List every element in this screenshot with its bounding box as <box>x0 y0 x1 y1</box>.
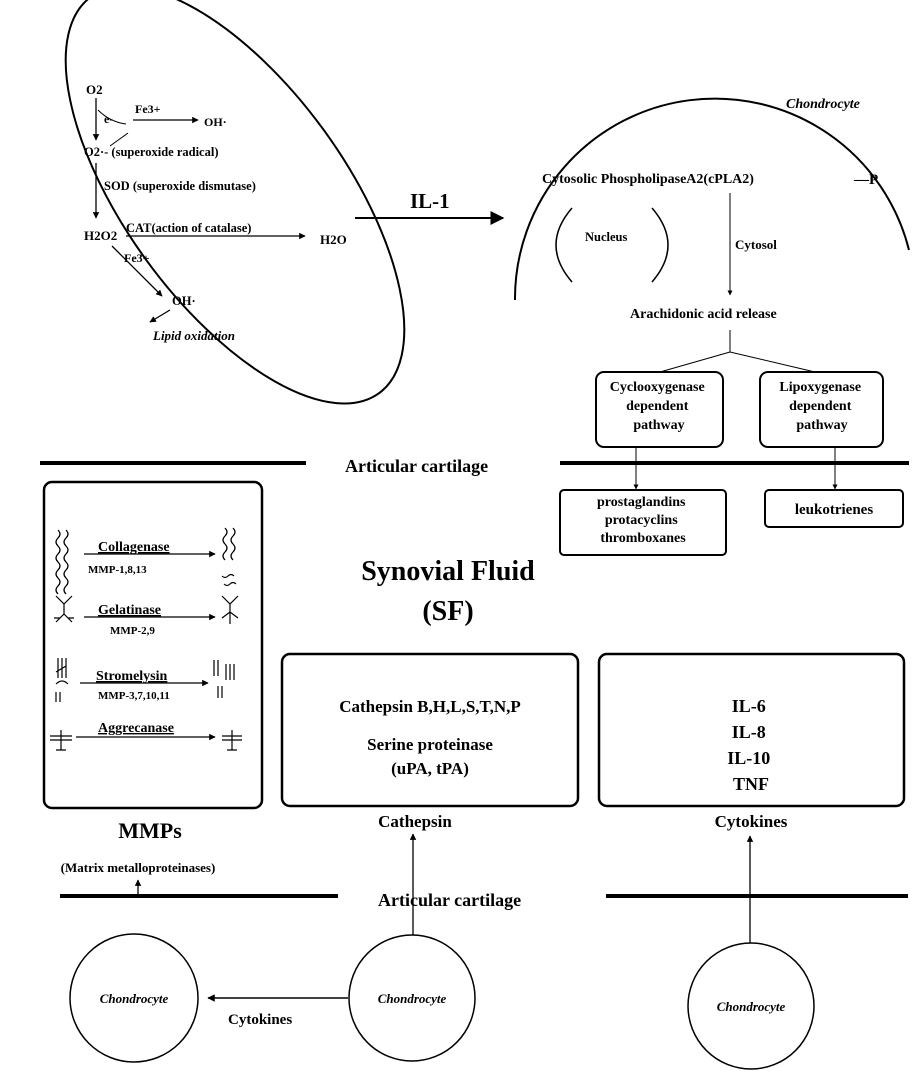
cat-label: CAT(action of catalase) <box>126 221 251 235</box>
aggrecan-icon <box>50 730 72 751</box>
chondrocyte-right-label: Chondrocyte <box>717 999 786 1014</box>
chondrocyte-cell-left <box>69 933 199 1063</box>
collagen-fragment-icon-2 <box>230 527 236 561</box>
mmp-box <box>42 480 264 810</box>
oh-top-label: OH· <box>204 115 227 129</box>
branch-right <box>729 351 816 373</box>
collagen-fragment-icon <box>222 527 228 561</box>
cathepsin-box <box>280 652 580 808</box>
fe3-bottom-label: Fe3+ <box>124 251 150 265</box>
cytokine-box <box>597 652 906 808</box>
chondrocyte-left-label: Chondrocyte <box>100 991 169 1006</box>
collagenase-sub: MMP-1,8,13 <box>88 564 147 576</box>
cox-line-1: Cyclooxygenase <box>610 380 705 395</box>
upa-tpa-label: (uPA, tPA) <box>391 759 469 778</box>
prostaglandins-line-1: prostaglandins <box>597 495 686 510</box>
oh-bottom-label: OH· <box>172 294 196 308</box>
cytokine-il10: IL-10 <box>727 748 770 768</box>
cox-text: Cyclooxygenase dependent pathway <box>610 380 708 433</box>
lox-text: Lipoxygenase dependent pathway <box>779 380 864 433</box>
h2o2-label: H2O2 <box>84 228 117 243</box>
proteoglycan-icon <box>55 658 69 702</box>
cox-line-2: dependent <box>626 399 689 414</box>
gelatin-fragment-icon <box>221 595 239 624</box>
cytosol-label: Cytosol <box>735 237 777 252</box>
prostaglandins-text: prostaglandins protacyclins thromboxanes <box>597 495 689 546</box>
nucleus-left-bracket <box>555 207 573 283</box>
cytokines-label: Cytokines <box>715 812 788 831</box>
chondrocyte-middle-label: Chondrocyte <box>378 991 447 1006</box>
cathepsin-label: Cathepsin <box>378 812 452 831</box>
lox-line-1: Lipoxygenase <box>779 380 861 395</box>
mmps-full-label: (Matrix metalloproteinases) <box>61 860 216 875</box>
chondrocyte-cell-right <box>687 942 815 1070</box>
superoxide-label: O2·- (superoxide radical) <box>84 145 219 159</box>
prostaglandins-line-2: protacyclins <box>605 513 678 528</box>
lox-line-3: pathway <box>796 418 847 433</box>
leukotrienes-box <box>764 489 904 528</box>
collagenase-label: Collagenase <box>98 540 170 555</box>
cox-line-3: pathway <box>633 418 684 433</box>
h2o-label: H2O <box>320 232 347 247</box>
chondrocyte-membrane-arc <box>513 97 910 301</box>
proteoglycan-fragment-icon <box>213 660 235 698</box>
mmps-label: MMPs <box>118 818 182 843</box>
cathepsin-types: Cathepsin B,H,L,S,T,N,P <box>339 697 521 716</box>
nucleus-right-bracket <box>651 207 669 283</box>
serine-proteinase-label: Serine proteinase <box>367 735 493 754</box>
chondrocyte-title: Chondrocyte <box>786 97 860 112</box>
collagen-fiber-icon-2 <box>63 529 69 595</box>
branch-left <box>659 351 731 373</box>
oh-lipid-arrow <box>149 309 171 323</box>
sf-abbrev: (SF) <box>422 596 473 627</box>
collagen-fiber-icon <box>55 529 61 595</box>
arachidonic-label: Arachidonic acid release <box>630 307 777 322</box>
gelatinase-label: Gelatinase <box>98 603 161 618</box>
lox-box <box>759 371 884 448</box>
radical-link <box>109 132 129 147</box>
phosphate-label: —P <box>853 172 878 188</box>
lox-line-2: dependent <box>789 399 852 414</box>
cox-box <box>595 371 724 448</box>
cytokine-tnf: TNF <box>733 774 769 794</box>
cytokine-il6: IL-6 <box>732 696 766 716</box>
il1-label: IL-1 <box>410 189 450 213</box>
collagen-fragment-small-icon <box>221 573 237 587</box>
chondrocyte-cell-middle <box>348 934 476 1062</box>
nucleus-label: Nucleus <box>585 230 628 244</box>
e-curve <box>97 109 127 125</box>
stromelysin-label: Stromelysin <box>96 669 168 684</box>
cytokine-list: IL-6 IL-8 IL-10 TNF <box>727 696 775 794</box>
prostaglandins-line-3: thromboxanes <box>600 531 686 546</box>
electron-label: e- <box>104 112 113 126</box>
sod-label: SOD (superoxide dismutase) <box>104 179 256 193</box>
lipid-oxidation-label: Lipid oxidation <box>152 328 235 343</box>
cartilage-bottom-label: Articular cartilage <box>378 890 521 910</box>
leukotrienes-label: leukotrienes <box>795 502 873 518</box>
gelatinase-sub: MMP-2,9 <box>110 625 155 637</box>
prostaglandins-box <box>559 489 727 556</box>
sf-title: Synovial Fluid <box>361 556 535 587</box>
cytokine-il8: IL-8 <box>732 722 766 742</box>
cartilage-top-label: Articular cartilage <box>345 456 488 476</box>
cpla2-label: Cytosolic PhospholipaseA2(cPLA2) <box>542 172 754 187</box>
o2-label: O2 <box>86 82 103 97</box>
aggrecan-fragment-icon <box>222 730 242 751</box>
ros-ellipse <box>64 0 406 405</box>
cytokines-signal-label: Cytokines <box>228 1012 292 1028</box>
h2o2-oh-arrow <box>111 245 163 297</box>
gelatin-structure-icon <box>54 595 74 623</box>
aggrecanase-label: Aggrecanase <box>98 721 174 736</box>
fe3-top-label: Fe3+ <box>135 102 161 116</box>
stromelysin-sub: MMP-3,7,10,11 <box>98 690 170 702</box>
